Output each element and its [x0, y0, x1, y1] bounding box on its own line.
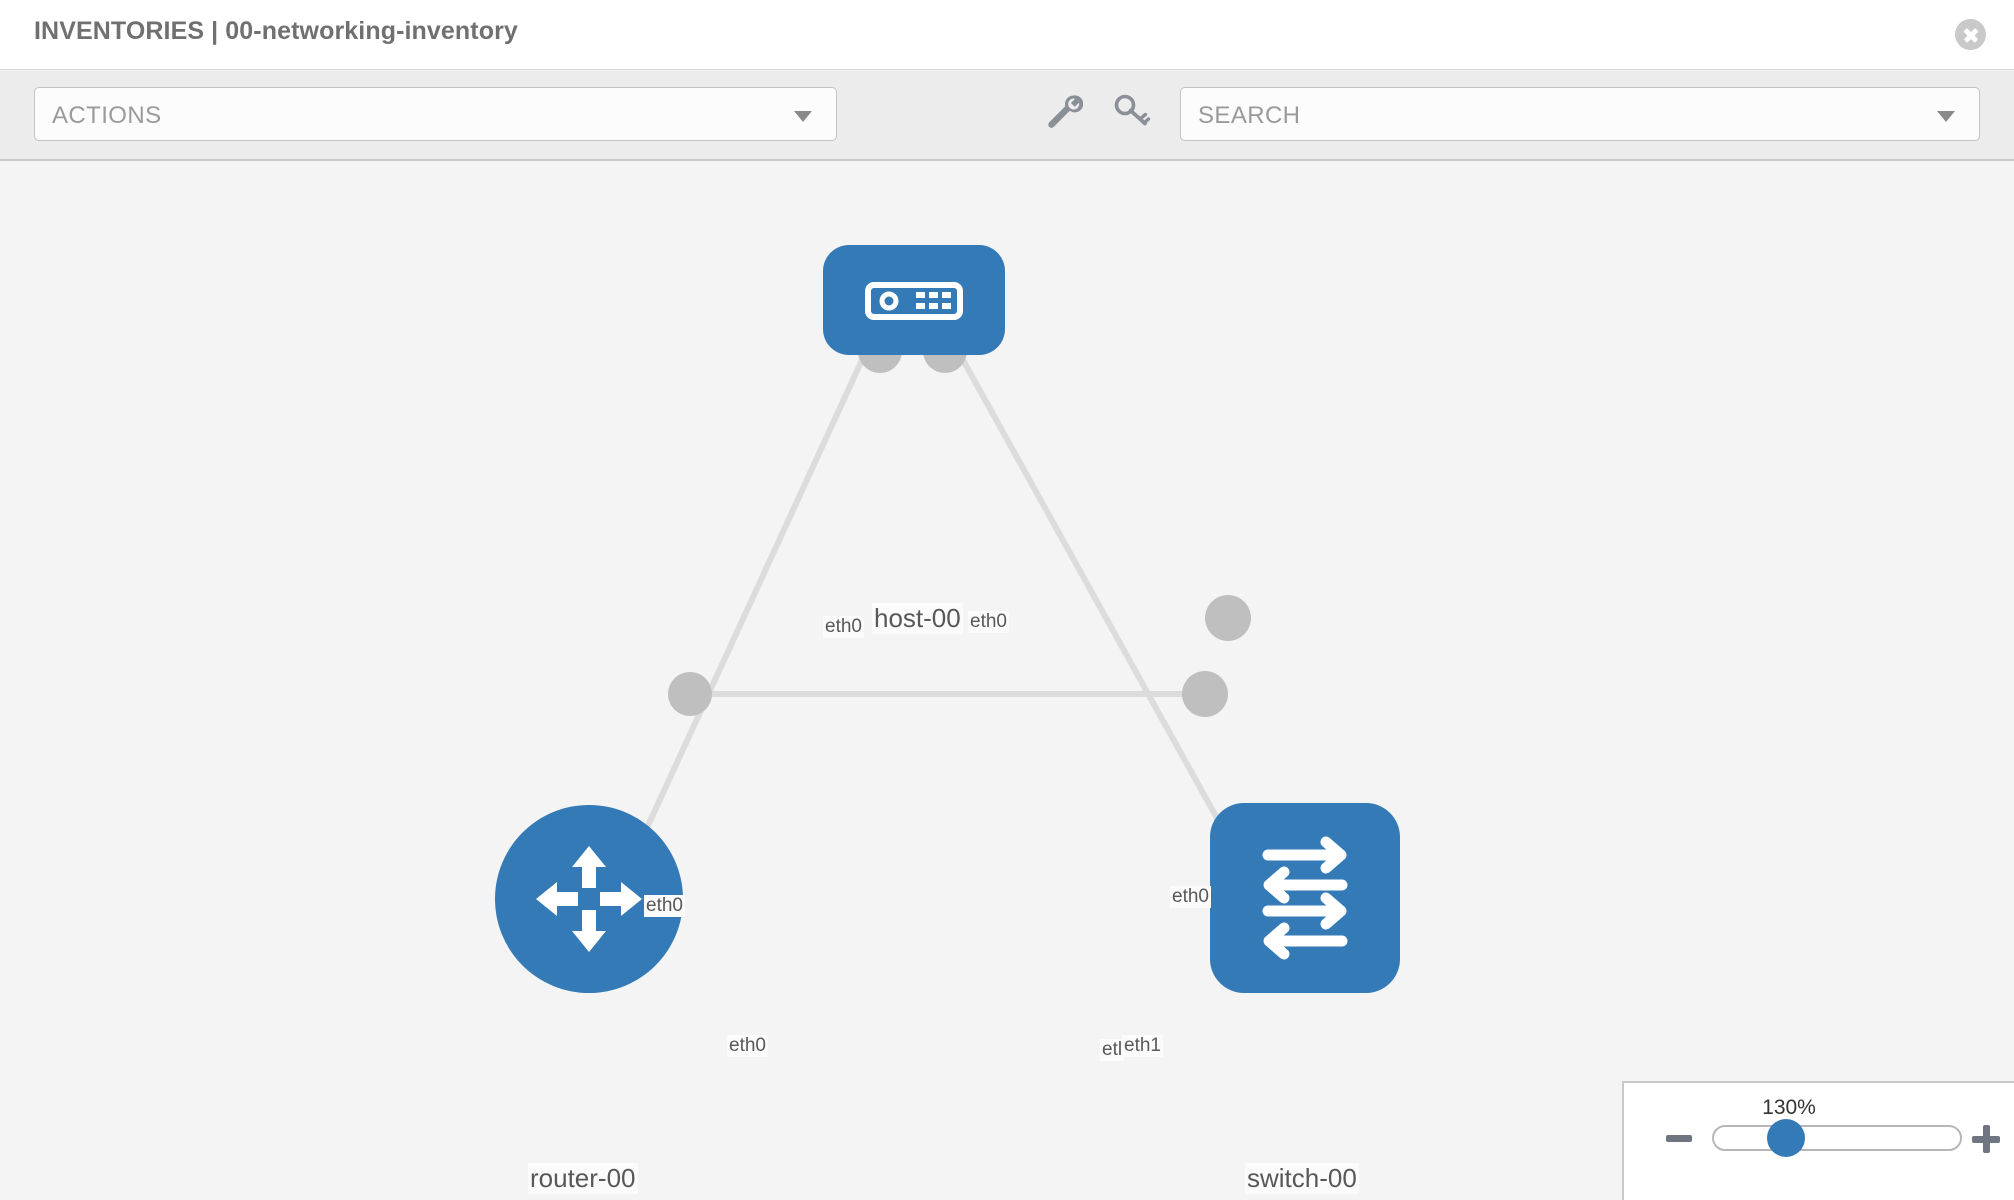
zoom-control-panel: 130%	[1622, 1081, 2014, 1200]
node-switch-00-label: switch-00	[1245, 1163, 1359, 1194]
actions-dropdown[interactable]: ACTIONS	[34, 87, 837, 141]
edge-label-router00-right: eth0	[727, 1035, 768, 1057]
search-input[interactable]: SEARCH	[1180, 87, 1980, 141]
wrench-icon[interactable]	[1043, 90, 1083, 130]
chevron-down-icon	[794, 111, 812, 122]
key-icon[interactable]	[1112, 90, 1152, 130]
zoom-slider-thumb[interactable]	[1767, 1119, 1805, 1157]
close-icon[interactable]	[1955, 19, 1986, 50]
topology-canvas[interactable]: host-00 router-00	[0, 163, 2014, 1200]
anchor-switch00-left	[1182, 671, 1228, 717]
actions-dropdown-label: ACTIONS	[52, 102, 162, 129]
edge-label-switch00-left-overlap: etl	[1100, 1039, 1125, 1061]
topology-links	[637, 358, 1231, 845]
chevron-down-icon	[1937, 111, 1955, 122]
toolbar: ACTIONS SEARCH	[0, 71, 2014, 161]
server-icon	[865, 282, 963, 320]
topology-anchors	[668, 329, 1251, 717]
node-host-00-label: host-00	[872, 603, 963, 634]
page-title: INVENTORIES | 00-networking-inventory	[34, 17, 518, 45]
edge-label-switch00-left: eth1	[1122, 1035, 1163, 1057]
topology-graph	[637, 329, 1251, 845]
app-header: INVENTORIES | 00-networking-inventory	[0, 0, 2014, 70]
edge-label-router00-top: eth0	[644, 895, 685, 917]
zoom-percent-label: 130%	[1762, 1096, 1816, 1119]
edge-label-host00-left: eth0	[823, 616, 864, 638]
anchor-router00-right	[668, 672, 712, 716]
zoom-slider-track[interactable]	[1712, 1125, 1962, 1151]
edge-label-host00-right: eth0	[968, 611, 1009, 633]
node-host-00-shape[interactable]	[823, 245, 1005, 355]
minus-icon[interactable]	[1666, 1135, 1692, 1142]
switch-arrows-icon	[1262, 836, 1348, 960]
node-router-00-label: router-00	[528, 1163, 638, 1194]
link-host00-switch00	[960, 358, 1231, 840]
edge-label-switch00-top: eth0	[1170, 886, 1211, 908]
router-arrows-icon	[536, 846, 642, 952]
link-host00-router00	[637, 358, 865, 845]
anchor-switch00-top	[1205, 595, 1251, 641]
node-switch-00-shape[interactable]	[1210, 803, 1400, 993]
search-placeholder-label: SEARCH	[1198, 102, 1301, 129]
plus-icon[interactable]	[1972, 1125, 2000, 1153]
